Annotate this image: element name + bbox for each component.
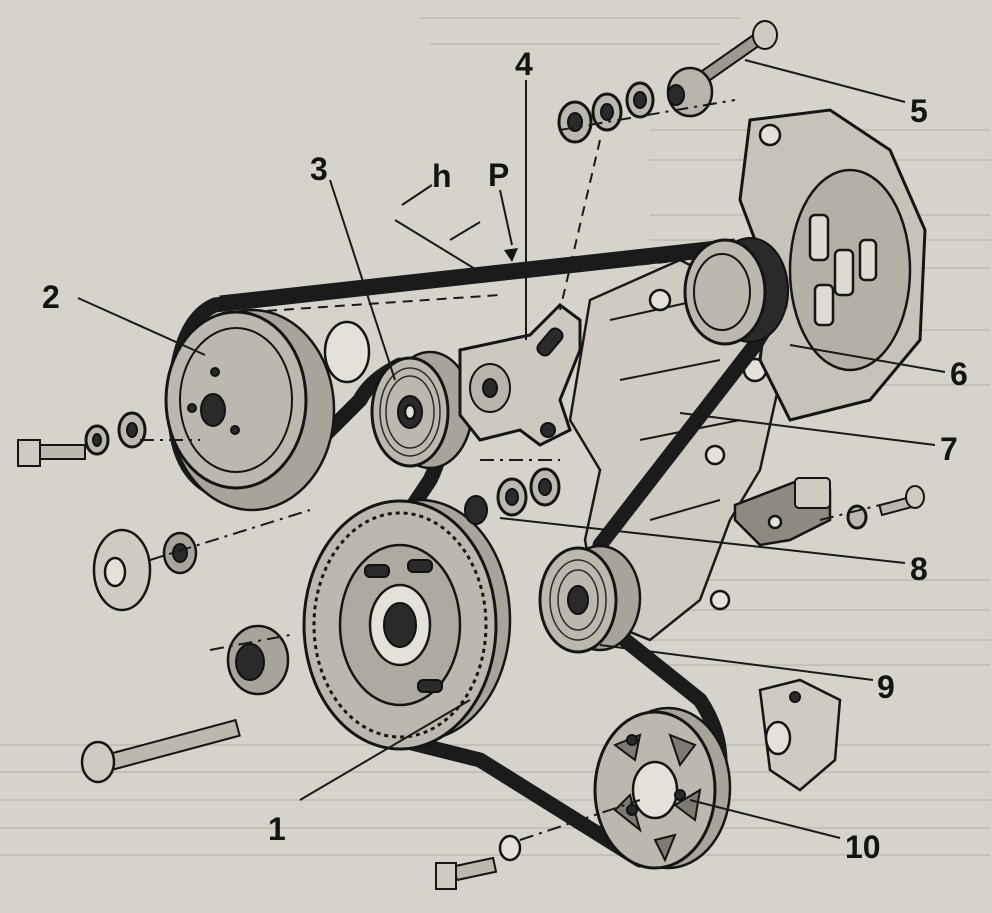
label-10: 10 [845, 829, 881, 865]
label-h: h [432, 158, 452, 194]
label-4: 4 [515, 46, 533, 82]
alternator [738, 108, 927, 422]
alternator-pulley [683, 237, 789, 346]
tensioner-bracket [458, 303, 582, 447]
crankshaft-pulley [302, 498, 512, 751]
leader-lines [77, 59, 946, 839]
label-6: 6 [950, 356, 968, 392]
label-1: 1 [268, 811, 286, 847]
label-8: 8 [910, 551, 928, 587]
label-7: 7 [940, 431, 958, 467]
label-3: 3 [310, 151, 328, 187]
tensioner-pulley [370, 350, 474, 470]
crank-sensor [733, 477, 832, 547]
label-p: P [488, 157, 509, 193]
label-9: 9 [877, 669, 895, 705]
fasteners [17, 20, 925, 890]
bracket-part-right [758, 678, 842, 792]
steering-pump-pulley [593, 706, 732, 870]
label-5: 5 [910, 93, 928, 129]
water-pump-pulley [164, 308, 371, 512]
callout-labels: 1 2 3 4 5 6 7 8 9 10 h P [42, 46, 968, 865]
assembly-lines [140, 99, 901, 841]
idler-pulley-lower [538, 544, 642, 654]
label-2: 2 [42, 279, 60, 315]
